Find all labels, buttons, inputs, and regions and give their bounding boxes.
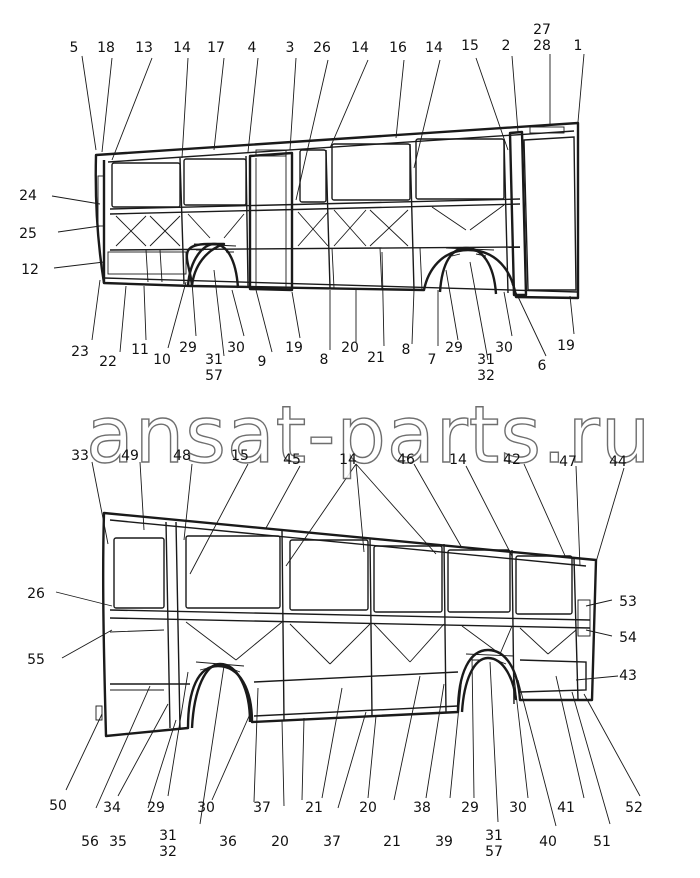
callout-number-21: 21 (305, 800, 323, 816)
callout-number-23: 23 (71, 344, 89, 360)
lower-right-callouts: 53 54 43 (619, 594, 637, 684)
callout-number-40: 40 (539, 834, 557, 850)
callout-number-29: 29 (147, 800, 165, 816)
callout-number-39: 39 (435, 834, 453, 850)
callout-number-46: 46 (397, 452, 415, 468)
callout-number-44: 44 (609, 454, 627, 470)
callout-number-57: 57 (205, 368, 223, 384)
callout-number-26: 26 (27, 586, 45, 602)
upper-left-callouts: 24 25 12 (19, 188, 39, 278)
callout-number-31: 31 (485, 828, 503, 844)
callout-number-32: 32 (159, 844, 177, 860)
callout-number-9: 9 (258, 354, 267, 370)
callout-number-26: 26 (313, 40, 331, 56)
callout-number-27: 27 (533, 22, 551, 38)
callout-number-14: 14 (351, 40, 369, 56)
callout-number-5: 5 (70, 40, 79, 56)
callout-number-4: 4 (248, 40, 257, 56)
upper-side-frame (94, 121, 580, 300)
watermark-text: ansat-parts.ru (86, 391, 651, 481)
callout-number-29: 29 (461, 800, 479, 816)
upper-frame-outline (94, 121, 580, 300)
callout-number-49: 49 (121, 448, 139, 464)
callout-number-29: 29 (445, 340, 463, 356)
callout-number-14: 14 (339, 452, 357, 468)
callout-number-38: 38 (413, 800, 431, 816)
callout-number-11: 11 (131, 342, 149, 358)
callout-number-7: 7 (428, 352, 437, 368)
callout-number-2: 2 (502, 38, 511, 54)
callout-number-21: 21 (383, 834, 401, 850)
callout-number-14: 14 (173, 40, 191, 56)
callout-number-30: 30 (227, 340, 245, 356)
lower-top-callouts: 33 49 48 15 45 14 46 14 42 47 44 (71, 448, 627, 470)
upper-leader-lines (51, 53, 585, 361)
callout-number-37: 37 (323, 834, 341, 850)
callout-number-37: 37 (253, 800, 271, 816)
callout-number-19: 19 (285, 340, 303, 356)
callout-number-8: 8 (402, 342, 411, 358)
callout-number-57: 57 (485, 844, 503, 860)
callout-number-3: 3 (286, 40, 295, 56)
callout-number-10: 10 (153, 352, 171, 368)
callout-number-20: 20 (271, 834, 289, 850)
callout-number-33: 33 (71, 448, 89, 464)
callout-number-8: 8 (320, 352, 329, 368)
lower-leader-lines (55, 461, 641, 827)
callout-number-13: 13 (135, 40, 153, 56)
callout-number-52: 52 (625, 800, 643, 816)
callout-number-30: 30 (495, 340, 513, 356)
callout-number-30: 30 (509, 800, 527, 816)
callout-number-41: 41 (557, 800, 575, 816)
callout-number-28: 28 (533, 38, 551, 54)
callout-number-48: 48 (173, 448, 191, 464)
callout-number-20: 20 (359, 800, 377, 816)
callout-number-6: 6 (538, 358, 547, 374)
callout-number-56: 56 (81, 834, 99, 850)
callout-number-24: 24 (19, 188, 37, 204)
callout-number-35: 35 (109, 834, 127, 850)
callout-number-22: 22 (99, 354, 117, 370)
callout-number-34: 34 (103, 800, 121, 816)
callout-number-17: 17 (207, 40, 225, 56)
callout-number-15: 15 (461, 38, 479, 54)
callout-number-51: 51 (593, 834, 611, 850)
callout-number-14: 14 (449, 452, 467, 468)
callout-number-25: 25 (19, 226, 37, 242)
callout-number-16: 16 (389, 40, 407, 56)
callout-number-31: 31 (159, 828, 177, 844)
lower-side-frame (95, 511, 598, 738)
callout-number-47: 47 (559, 454, 577, 470)
callout-number-19: 19 (557, 338, 575, 354)
callout-number-55: 55 (27, 652, 45, 668)
callout-number-30: 30 (197, 800, 215, 816)
callout-number-50: 50 (49, 798, 67, 814)
callout-number-1: 1 (574, 38, 583, 54)
callout-number-45: 45 (283, 452, 301, 468)
lower-bottom-callouts: 5056343529313230363720213720213839293157… (49, 798, 643, 860)
callout-number-18: 18 (97, 40, 115, 56)
callout-number-43: 43 (619, 668, 637, 684)
callout-number-20: 20 (341, 340, 359, 356)
callout-number-31: 31 (205, 352, 223, 368)
callout-number-15: 15 (231, 448, 249, 464)
callout-number-31: 31 (477, 352, 495, 368)
callout-number-53: 53 (619, 594, 637, 610)
lower-left-callouts: 26 55 (27, 586, 45, 668)
callout-number-21: 21 (367, 350, 385, 366)
callout-number-12: 12 (21, 262, 39, 278)
callout-number-54: 54 (619, 630, 637, 646)
callout-number-29: 29 (179, 340, 197, 356)
callout-number-36: 36 (219, 834, 237, 850)
callout-number-14: 14 (425, 40, 443, 56)
callout-number-42: 42 (503, 452, 521, 468)
callout-number-32: 32 (477, 368, 495, 384)
